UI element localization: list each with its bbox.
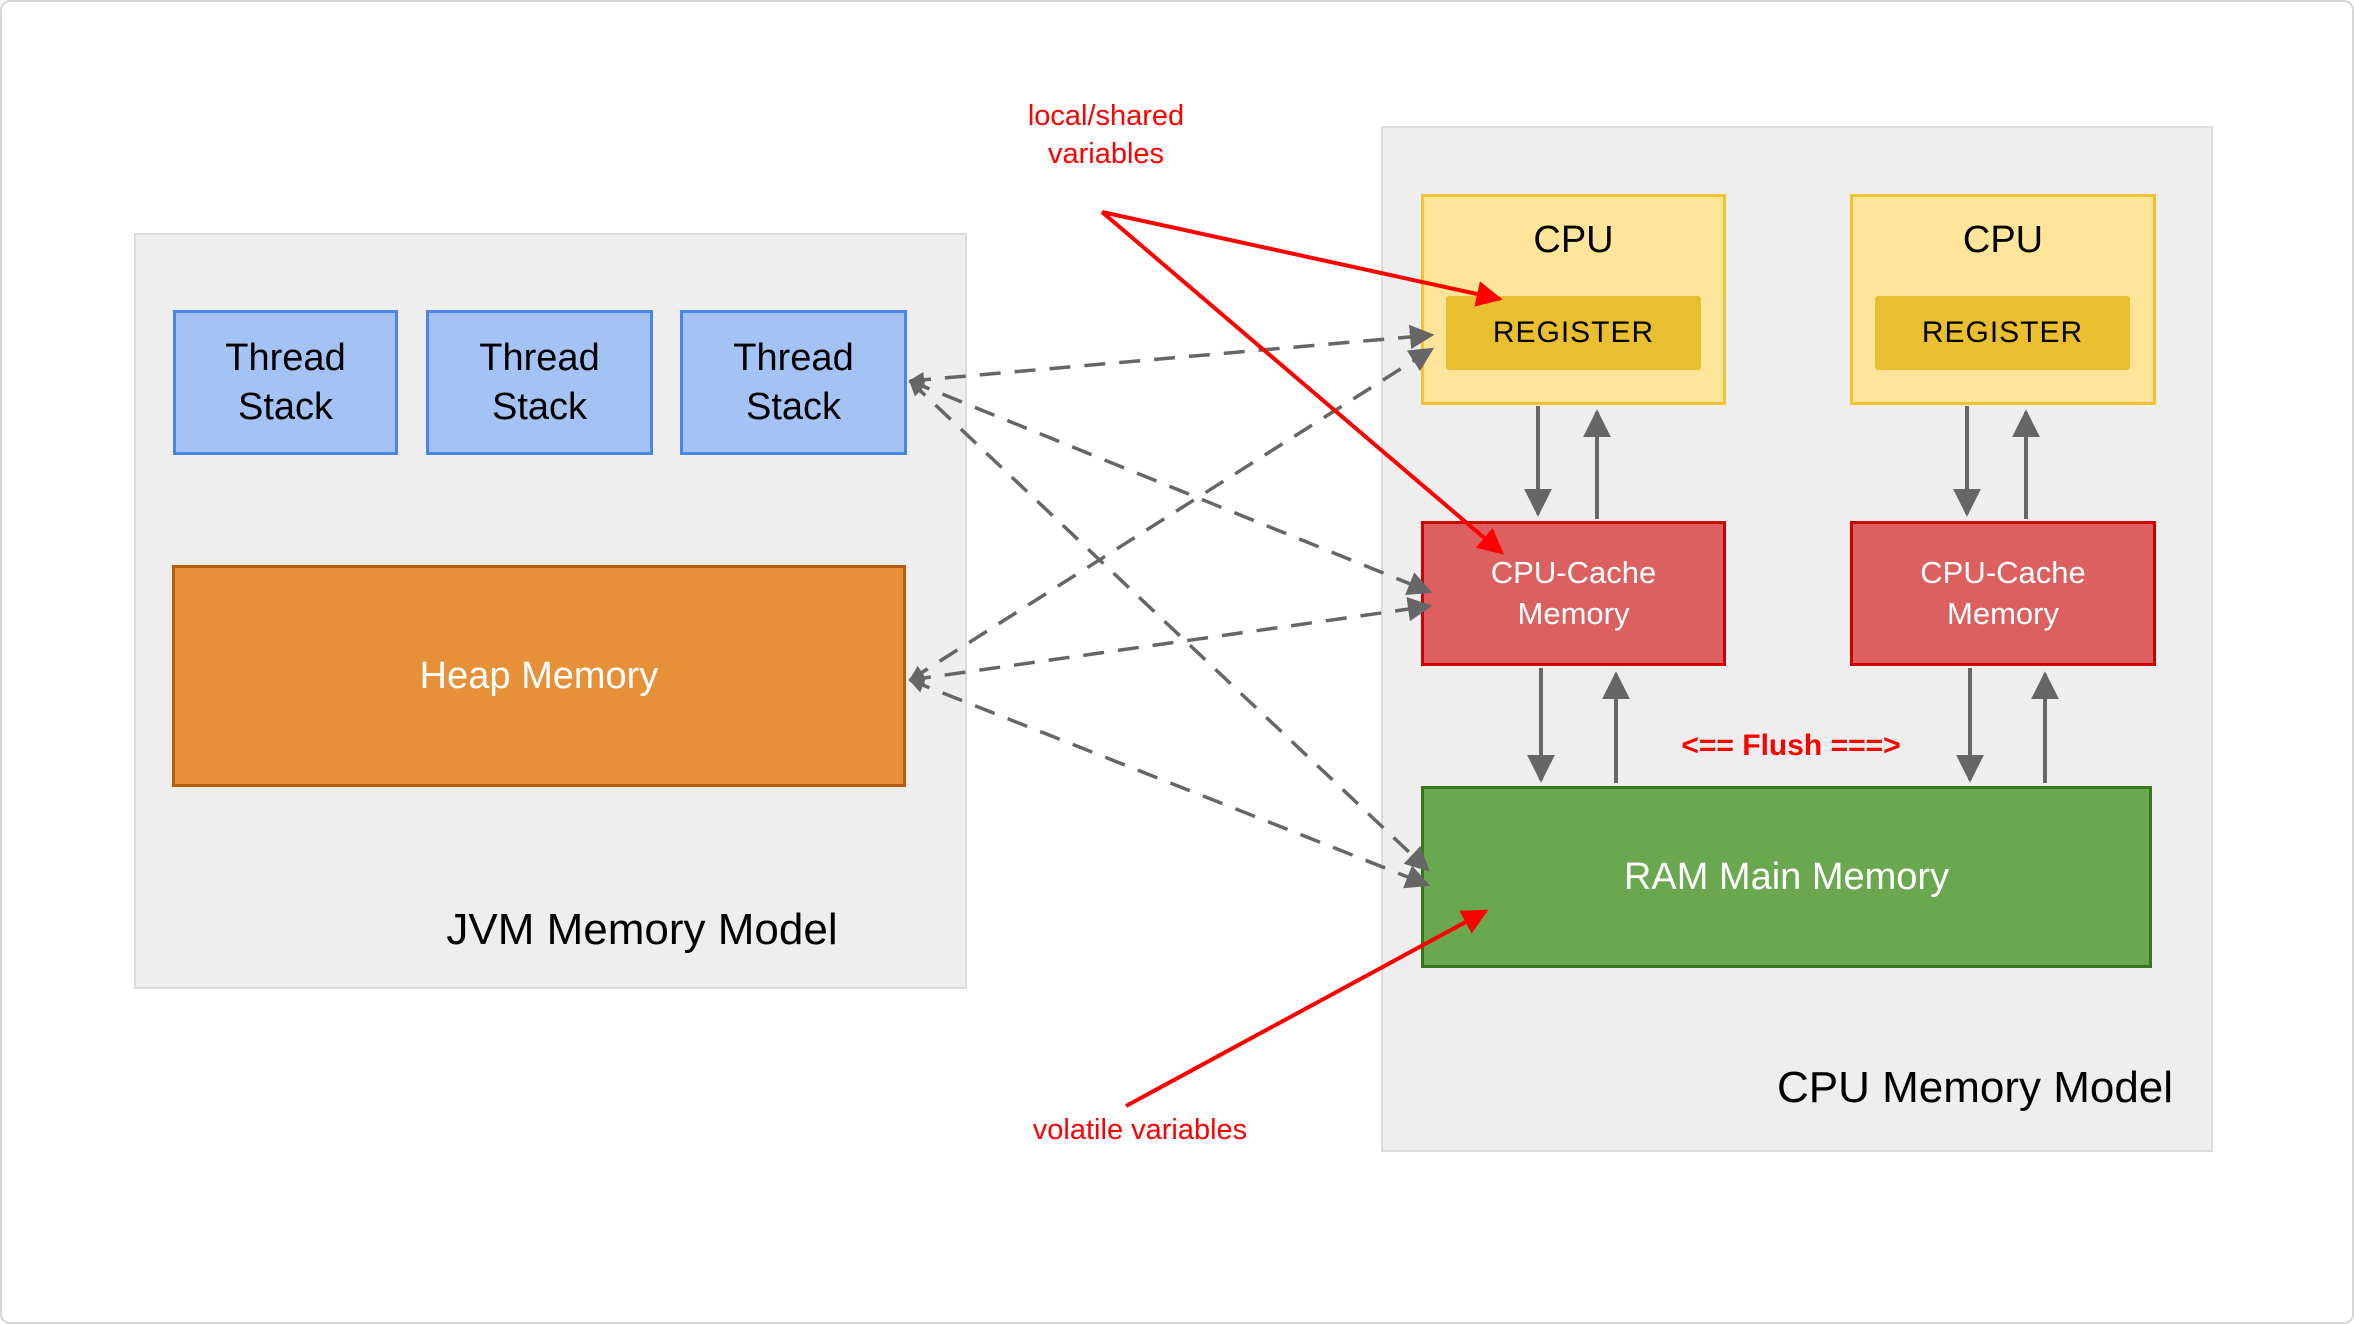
thread-stack-box-1: Thread Stack (173, 310, 398, 455)
flush-label: <== Flush ===> (1681, 729, 1901, 762)
cache-label-line2: Memory (1517, 595, 1630, 631)
register-box-2: REGISTER (1875, 296, 2130, 370)
heap-memory-label: Heap Memory (419, 654, 659, 697)
jvm-memory-model-title: JVM Memory Model (446, 905, 838, 954)
cache-label-line2: Memory (1947, 595, 2059, 631)
connector-threadstack-ram (908, 379, 1430, 872)
register-label: REGISTER (1492, 316, 1655, 349)
annotation-volatile-variables: volatile variables (1032, 1114, 1248, 1146)
cpu-cache-box-1: CPU-Cache Memory (1421, 521, 1726, 666)
dashed-variable-connectors (908, 324, 1435, 889)
thread-stack-box-2: Thread Stack (426, 310, 653, 455)
cache-label-line1: CPU-Cache (1490, 555, 1657, 591)
cpu-label: CPU (1533, 219, 1614, 261)
connector-heap-ram (908, 677, 1431, 889)
cpu-label: CPU (1962, 219, 2044, 261)
heap-memory-box: Heap Memory (172, 565, 906, 787)
cpu-cache-box-2: CPU-Cache Memory (1850, 521, 2156, 666)
connector-threadstack-cache (908, 379, 1433, 596)
thread-stack-label: Thread Stack (479, 336, 600, 428)
cpu-memory-model-title: CPU Memory Model (1776, 1063, 2174, 1112)
ram-label: RAM Main Memory (1623, 855, 1950, 898)
register-label: REGISTER (1921, 316, 2084, 349)
register-box-1: REGISTER (1446, 296, 1701, 370)
cache-label-line1: CPU-Cache (1920, 555, 2086, 591)
connector-heap-register (908, 347, 1435, 682)
thread-stack-box-3: Thread Stack (680, 310, 907, 455)
connector-threadstack-register (908, 324, 1435, 388)
cpu-box-2: CPU REGISTER (1850, 194, 2156, 405)
cpu-box-1: CPU REGISTER (1421, 194, 1726, 405)
thread-stack-label: Thread Stack (733, 336, 854, 428)
annotation-local-shared-variables: local/shared variables (1027, 100, 1185, 170)
thread-stack-label: Thread Stack (225, 336, 346, 428)
ram-main-memory-box: RAM Main Memory (1421, 786, 2152, 968)
connector-heap-cache (908, 596, 1433, 686)
